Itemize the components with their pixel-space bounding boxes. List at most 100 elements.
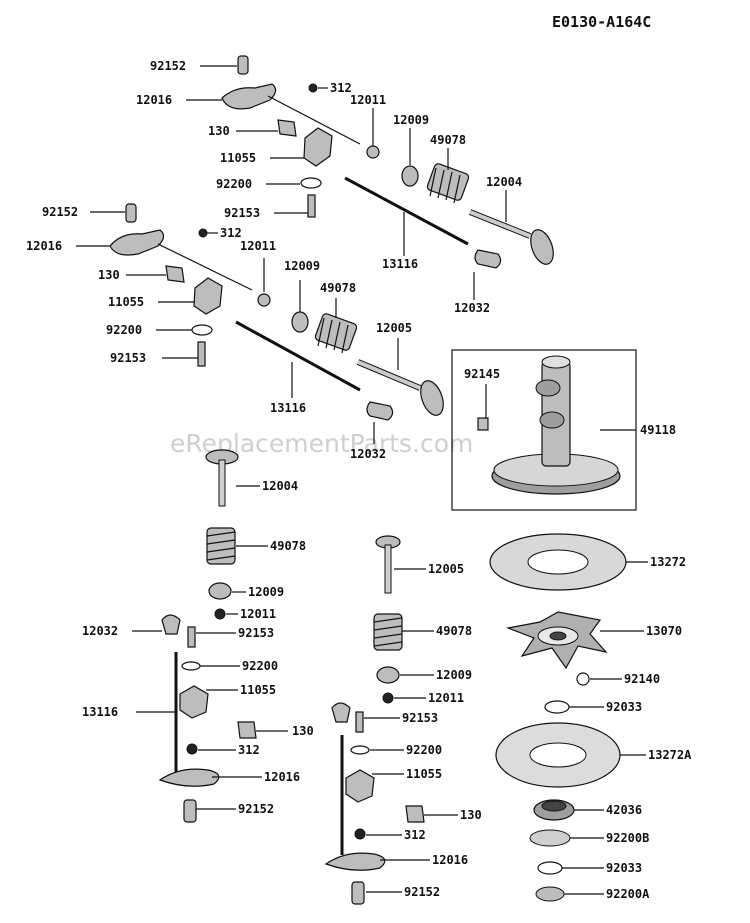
label-92153: 92153 [224, 206, 260, 220]
part-12004-upper[interactable] [468, 209, 558, 267]
label-130: 130 [208, 124, 230, 138]
label-92153: 92153 [402, 711, 438, 725]
part-13070[interactable] [505, 611, 608, 670]
label-12011: 12011 [240, 239, 276, 253]
part-12016-middle[interactable] [109, 229, 165, 256]
part-130-lower-b[interactable] [405, 805, 425, 823]
label-92033: 92033 [606, 700, 642, 714]
part-92140[interactable] [576, 672, 590, 686]
part-92153-lower-b[interactable] [355, 711, 364, 733]
part-92152-lower-b[interactable] [351, 881, 365, 905]
part-11055-lower[interactable] [179, 685, 209, 719]
label-92200: 92200 [406, 743, 442, 757]
part-92153-middle[interactable] [197, 341, 206, 367]
label-11055: 11055 [108, 295, 144, 309]
label-13272A: 13272A [648, 748, 692, 762]
part-13272A[interactable] [495, 722, 621, 788]
label-92200A: 92200A [606, 887, 650, 901]
part-12016-lower-b[interactable] [324, 852, 386, 871]
label-12009: 12009 [436, 668, 472, 682]
part-12004-lower[interactable] [205, 449, 239, 507]
part-92152-middle[interactable] [125, 203, 137, 223]
part-92200B[interactable] [529, 829, 571, 847]
part-92033-lower[interactable] [537, 861, 563, 875]
part-130-lower[interactable] [237, 721, 257, 739]
part-11055-middle[interactable] [193, 277, 223, 315]
part-92200-lower[interactable] [181, 661, 201, 671]
label-12005: 12005 [376, 321, 412, 335]
label-130: 130 [292, 724, 314, 738]
part-92033-upper[interactable] [544, 700, 570, 714]
label-12011: 12011 [428, 691, 464, 705]
part-92200-middle[interactable] [191, 324, 213, 336]
part-12032-middle[interactable] [366, 401, 394, 421]
label-130: 130 [98, 268, 120, 282]
label-92140: 92140 [624, 672, 660, 686]
label-92200: 92200 [242, 659, 278, 673]
label-12016: 12016 [432, 853, 468, 867]
part-312-upper[interactable] [308, 83, 318, 93]
label-12032: 12032 [350, 447, 386, 461]
part-92200A[interactable] [535, 886, 565, 902]
part-49078-middle[interactable] [314, 313, 358, 354]
label-312: 312 [220, 226, 242, 240]
part-92152-upper[interactable] [237, 55, 249, 75]
part-12016-upper[interactable] [221, 83, 277, 110]
part-12011-upper[interactable] [366, 145, 380, 159]
label-12011: 12011 [240, 607, 276, 621]
part-92153-lower[interactable] [187, 626, 196, 648]
label-92200: 92200 [106, 323, 142, 337]
middle-rocker-assembly [109, 203, 448, 421]
part-49078-lower[interactable] [206, 527, 236, 565]
part-312-lower[interactable] [186, 743, 198, 755]
part-labels: 92152 12016 312 12011 130 12009 49078 11… [26, 59, 692, 901]
part-312-lower-b[interactable] [354, 828, 366, 840]
part-13116-middle[interactable] [235, 320, 361, 392]
label-49078: 49078 [320, 281, 356, 295]
part-12011-lower-b[interactable] [382, 692, 394, 704]
part-12011-lower[interactable] [214, 608, 226, 620]
label-12011: 12011 [350, 93, 386, 107]
part-92200-upper[interactable] [300, 177, 322, 189]
part-13272[interactable] [489, 533, 627, 591]
part-12016-lower[interactable] [158, 768, 220, 787]
label-12016: 12016 [136, 93, 172, 107]
part-12032-upper[interactable] [474, 249, 502, 269]
part-12009-middle[interactable] [291, 311, 309, 333]
label-12009: 12009 [248, 585, 284, 599]
part-11055-upper[interactable] [303, 127, 333, 167]
lower-left-stack [158, 449, 257, 823]
label-92152: 92152 [238, 802, 274, 816]
part-13116-upper[interactable] [344, 176, 469, 246]
part-12005-middle[interactable] [356, 359, 448, 418]
part-11055-lower-b[interactable] [345, 769, 375, 803]
part-130-upper[interactable] [277, 119, 297, 137]
label-12016: 12016 [264, 770, 300, 784]
label-312: 312 [330, 81, 352, 95]
label-42036: 42036 [606, 803, 642, 817]
label-12016: 12016 [26, 239, 62, 253]
label-13116: 13116 [82, 705, 118, 719]
part-49078-lower-b[interactable] [373, 613, 403, 651]
part-12032-lower[interactable] [161, 614, 181, 635]
label-49118: 49118 [640, 423, 676, 437]
part-49118-camshaft[interactable] [491, 355, 621, 495]
part-92200-lower-b[interactable] [350, 745, 370, 755]
label-13116: 13116 [382, 257, 418, 271]
part-92153-upper[interactable] [307, 194, 316, 218]
part-12005-lower[interactable] [375, 535, 401, 594]
part-92145[interactable] [477, 417, 489, 431]
part-12009-lower[interactable] [208, 582, 232, 600]
part-49078-upper[interactable] [426, 163, 470, 204]
part-12032-lower-b[interactable] [331, 702, 351, 723]
part-130-middle[interactable] [165, 265, 185, 283]
label-12009: 12009 [284, 259, 320, 273]
part-12009-lower-b[interactable] [376, 666, 400, 684]
part-12009-upper[interactable] [401, 165, 419, 187]
part-92152-lower[interactable] [183, 799, 197, 823]
label-12005: 12005 [428, 562, 464, 576]
label-92153: 92153 [238, 626, 274, 640]
part-312-middle[interactable] [198, 228, 208, 238]
part-42036[interactable] [533, 799, 575, 821]
part-12011-middle[interactable] [257, 293, 271, 307]
